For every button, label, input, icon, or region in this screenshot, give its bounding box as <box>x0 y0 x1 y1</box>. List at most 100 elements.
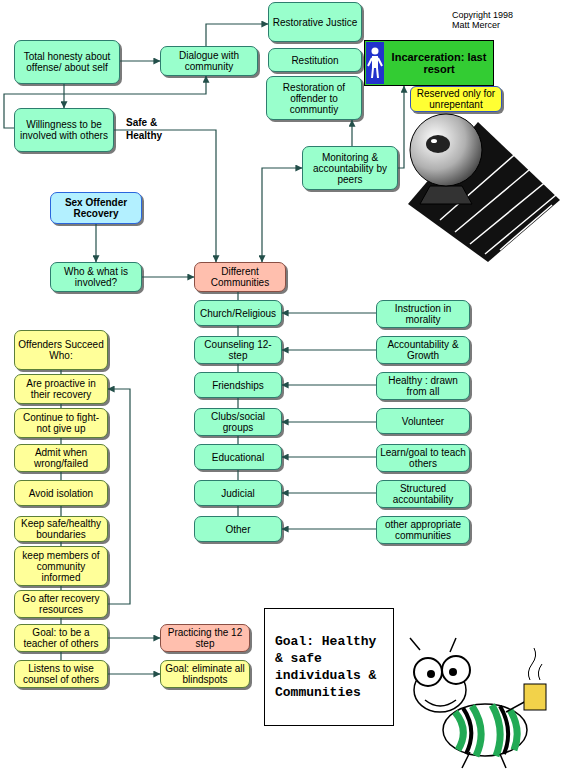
box-text: Other <box>225 524 250 535</box>
connector <box>237 506 238 516</box>
connector <box>60 472 61 480</box>
connector <box>142 276 194 277</box>
connector <box>262 168 302 262</box>
box-text: Go after recovery resources <box>17 593 105 615</box>
box-text: Accountability & Growth <box>379 339 467 361</box>
bug-illustration <box>414 658 442 686</box>
trait-box: Listens to wise counsel of others <box>14 660 108 688</box>
box-text: Keep safe/healthy boundaries <box>17 518 105 540</box>
eye-illustration <box>440 150 556 254</box>
eye-illustration <box>408 122 560 262</box>
connector <box>237 292 238 300</box>
connector <box>282 384 376 385</box>
start-box: Sex Offender Recovery <box>50 192 142 224</box>
box-text: Are proactive in their recovery <box>17 378 105 400</box>
box-text: Offenders Succeed Who: <box>17 339 105 361</box>
bug-illustration <box>427 670 435 678</box>
bug-illustration <box>443 704 527 756</box>
bug-illustration <box>462 700 528 768</box>
box-text: Restitution <box>291 55 338 66</box>
box-text: Continue to fight- not give up <box>17 412 105 434</box>
connector <box>237 398 238 408</box>
process-box: Restoration of offender to communtiy <box>266 76 362 120</box>
copyright-note: Copyright 1998 Matt Mercer <box>452 10 532 30</box>
connector <box>108 673 160 674</box>
connector <box>282 421 376 422</box>
box-text: other appropriate communities <box>379 519 467 541</box>
trait-box: Goal: eliminate all blindspots <box>160 660 250 688</box>
box-text: Reserved only for unrepentant <box>413 88 499 110</box>
box-text: Restoration of offender to communtiy <box>269 82 359 115</box>
bug-illustration <box>463 706 508 754</box>
edge-label: Safe & Healthy <box>126 116 176 142</box>
eye-illustration <box>426 135 450 153</box>
trait-box: Go after recovery resources <box>14 590 108 618</box>
process-box: Structured accountability <box>376 480 470 508</box>
box-text: Goal: Healthy & safe individuals & Commu… <box>275 633 383 701</box>
box-text: Practicing the 12 step <box>163 627 247 649</box>
box-text: Instruction in morality <box>379 303 467 325</box>
box-text: Incarceration: last resort <box>387 51 491 75</box>
note-box: Reserved only for unrepentant <box>410 86 502 112</box>
process-box: Accountability & Growth <box>376 336 470 364</box>
connector <box>60 506 61 516</box>
connector <box>206 24 268 46</box>
trait-box: Keep safe/healthy boundaries <box>14 516 108 542</box>
bug-illustration <box>449 668 457 676</box>
process-box: other appropriate communities <box>376 516 470 544</box>
connector <box>95 224 96 262</box>
connector <box>237 326 238 336</box>
connector <box>120 60 160 61</box>
trait-box: Offenders Succeed Who: <box>14 330 108 370</box>
bug-illustration <box>455 705 517 756</box>
trait-box: Admit when wrong/failed <box>14 444 108 472</box>
box-text: Friendships <box>212 380 264 391</box>
process-box: Healthy : drawn from all <box>376 372 470 400</box>
box-text: Restorative Justice <box>273 17 357 28</box>
trait-box: Goal: to be a teacher of others <box>14 624 108 652</box>
box-text: Admit when wrong/failed <box>17 447 105 469</box>
box-text: Dialogue with community <box>163 50 255 72</box>
process-box: Restorative Justice <box>268 2 362 42</box>
outcome-box: Incarceration: last resort <box>364 40 494 86</box>
eye-illustration <box>431 139 437 143</box>
process-box: Church/Religious <box>194 300 282 326</box>
box-text: Structured accountability <box>379 483 467 505</box>
bug-illustration <box>414 668 466 712</box>
box-text: Listens to wise counsel of others <box>17 663 105 685</box>
box-text: Monitoring & accountability by peers <box>305 152 395 185</box>
box-text: Avoid isolation <box>29 488 93 499</box>
connector <box>60 652 61 660</box>
connector <box>282 456 376 457</box>
box-text: Goal: eliminate all blindspots <box>163 663 247 685</box>
connector <box>351 120 352 146</box>
bug-illustration <box>528 648 542 680</box>
connector <box>282 528 376 529</box>
bug-illustration <box>442 656 470 684</box>
bug-illustration <box>524 684 546 710</box>
process-box: Total honesty about offense/ about self <box>14 40 120 84</box>
trait-box: Continue to fight- not give up <box>14 408 108 438</box>
connector <box>63 84 64 108</box>
box-text: Learn/goal to teach others <box>379 447 467 469</box>
bug-illustration <box>410 638 456 706</box>
eye-illustration <box>410 114 482 186</box>
box-text: Who & what is involved? <box>53 266 139 288</box>
hub-box: Practicing the 12 step <box>160 624 250 652</box>
hub-box: Different Communities <box>194 262 286 292</box>
box-text: Goal: to be a teacher of others <box>17 627 105 649</box>
process-box: Clubs/social groups <box>194 408 282 436</box>
trait-box: keep members of community informed <box>14 546 108 586</box>
process-box: Instruction in morality <box>376 300 470 328</box>
box-text: Volunteer <box>402 416 444 427</box>
process-box: Other <box>194 516 282 542</box>
box-text: Counseling 12-step <box>197 339 279 361</box>
box-text: Sex Offender Recovery <box>53 197 139 219</box>
process-box: Educational <box>194 444 282 470</box>
process-box: Volunteer <box>376 408 470 434</box>
connector <box>237 436 238 444</box>
connector <box>108 637 160 638</box>
box-text: Judicial <box>221 488 254 499</box>
connector <box>282 492 376 493</box>
box-text: Educational <box>212 452 264 463</box>
